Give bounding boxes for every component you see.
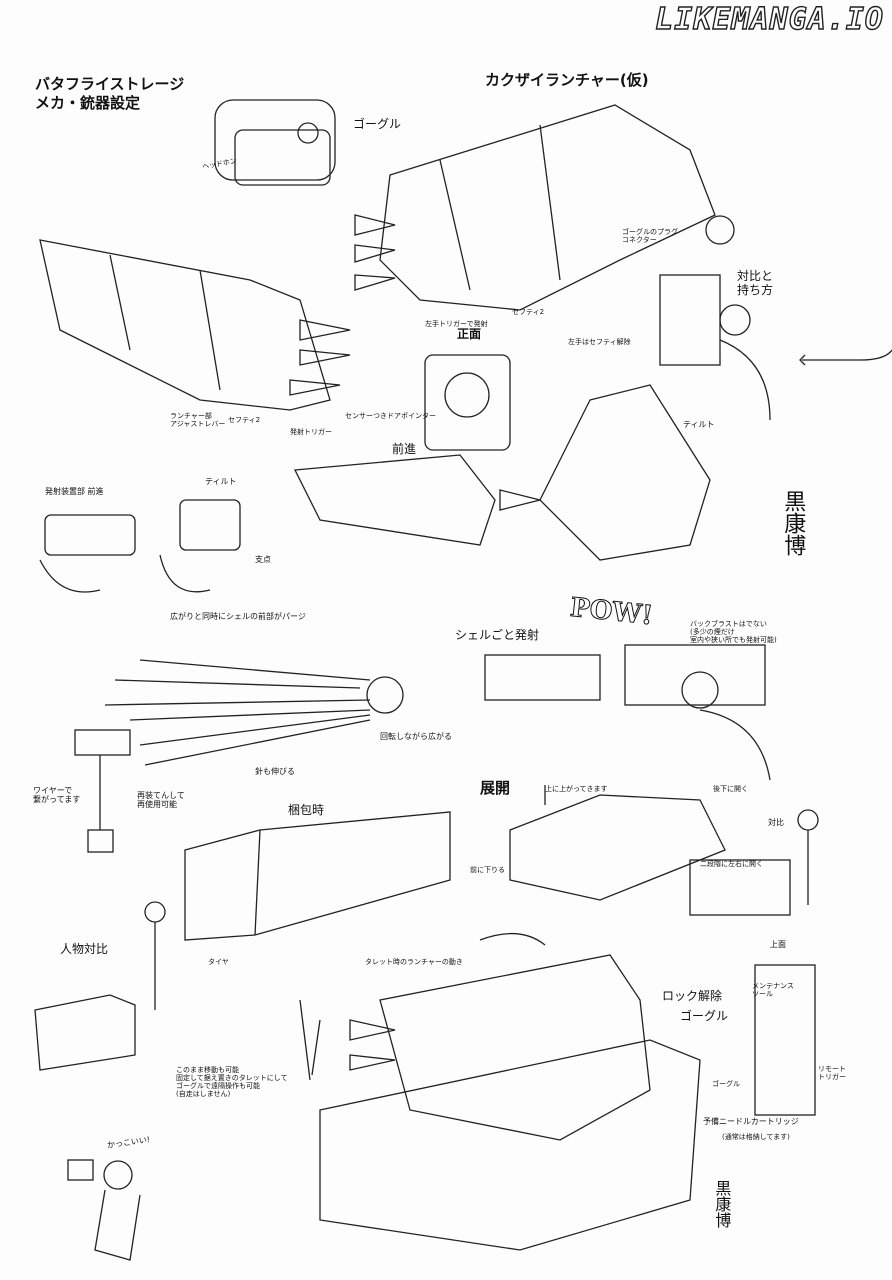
signature-bottom: 黒康博 [712,1180,732,1228]
page-title-line1: バタフライストレージ [35,75,185,93]
label-lock-release: ロック解除 [662,989,723,1003]
label-top-view: 上面 [770,940,786,949]
label-tire: タイヤ [208,958,229,966]
tilt-drawing [539,384,711,561]
label-two-stage: 二段階に左右に開く [700,860,763,868]
page-title-line2: メカ・銃器設定 [35,94,141,112]
label-fire-trigger: 発射トリガー [290,428,332,436]
label-deploy: 展開 [480,779,511,797]
label-tilt-a: ティルト [683,420,715,429]
launcher-title: カクザイランチャー(仮) [485,71,649,89]
launcher-drawing-left [39,239,351,411]
grip-comparison-drawing [659,274,771,421]
person-comparison-drawing [34,901,166,1071]
label-spare-cartridge: 予備ニードルカートリッジ [703,1117,799,1126]
label-maintenance-tool: メンテナンス ツール [752,982,794,999]
needle-spread-drawing [74,659,404,853]
label-tilt-b: ティルト [205,477,237,486]
label-backblast: バックブラストはでない (多少の煙だけ 室内や狭い所でも発射可能) [690,620,777,645]
label-rotate-spread: 回転しながら広がる [380,732,452,741]
label-packed: 梱包時 [288,803,325,817]
launcher-drawing-right [354,104,735,311]
label-front: 正面 [457,327,482,341]
label-goggle-turret: ゴーグル [680,1009,729,1023]
label-open-back: 後下に開く [713,785,748,793]
hand-sketches [39,499,241,593]
label-remote-trigger: リモート トリガー [818,1065,846,1082]
shell-fire-drawing [484,644,771,781]
label-stored-normally: (通常は格納してます) [722,1133,790,1141]
goggle-drawing [214,99,336,186]
label-left-trigger: 左手トリガーで発射 [425,320,488,328]
arrows [299,349,892,1081]
front-view-drawing [424,354,511,451]
label-needle-extend: 針も伸びる [255,767,295,776]
label-left-safety: 左手はセフティ解除 [568,338,631,346]
label-wire: ワイヤーで 繋がってます [33,786,81,805]
label-fulcrum: 支点 [255,555,271,564]
label-purge: 広がりと同時にシェルの前部がパージ [170,612,306,621]
label-safety2-b: セフティ2 [228,416,261,424]
label-forward: 前進 [392,442,417,456]
label-rise-up: 上に上がってきます [545,785,608,793]
label-adjust-lever: ランチャー部 アジャストレバー [170,412,226,429]
label-goggle-side: ゴーグル [712,1080,740,1088]
label-turret-motion: タレット時のランチャーの動き [365,958,463,966]
label-safety2-a: セフティ2 [512,308,545,316]
label-goggle-plug: ゴーグルのプラグ コネクター [622,228,678,245]
label-person-comparison: 人物対比 [60,942,109,956]
forward-drawing [293,454,541,546]
label-sensor-pointer: センサーつきドアポインター [345,412,436,420]
signature-top: 黒康博 [780,490,806,556]
top-view-drawing [754,964,816,1116]
label-turret-note: このまま移動も可能 固定して据え置きのタレットにして ゴーグルで遠隔操作も可能 … [176,1066,288,1099]
label-launcher-forward: 発射装置部 前進 [45,487,104,496]
label-comparison: 対比 [768,818,784,827]
thumbs-up-character [67,1159,141,1261]
watermark: LIKEMANGA.IO [655,1,884,37]
packed-box-drawing [184,811,451,941]
label-reload: 再装てんして 再使用可能 [137,791,185,810]
turret-drawing [311,954,701,1251]
label-lower-front: 前に下りる [470,866,505,874]
label-goggle-top: ゴーグル [353,117,402,131]
deploy-drawing [509,794,819,916]
label-shell-fire: シェルごと発射 [455,628,540,642]
label-comparison-grip: 対比と 持ち方 [737,269,774,297]
